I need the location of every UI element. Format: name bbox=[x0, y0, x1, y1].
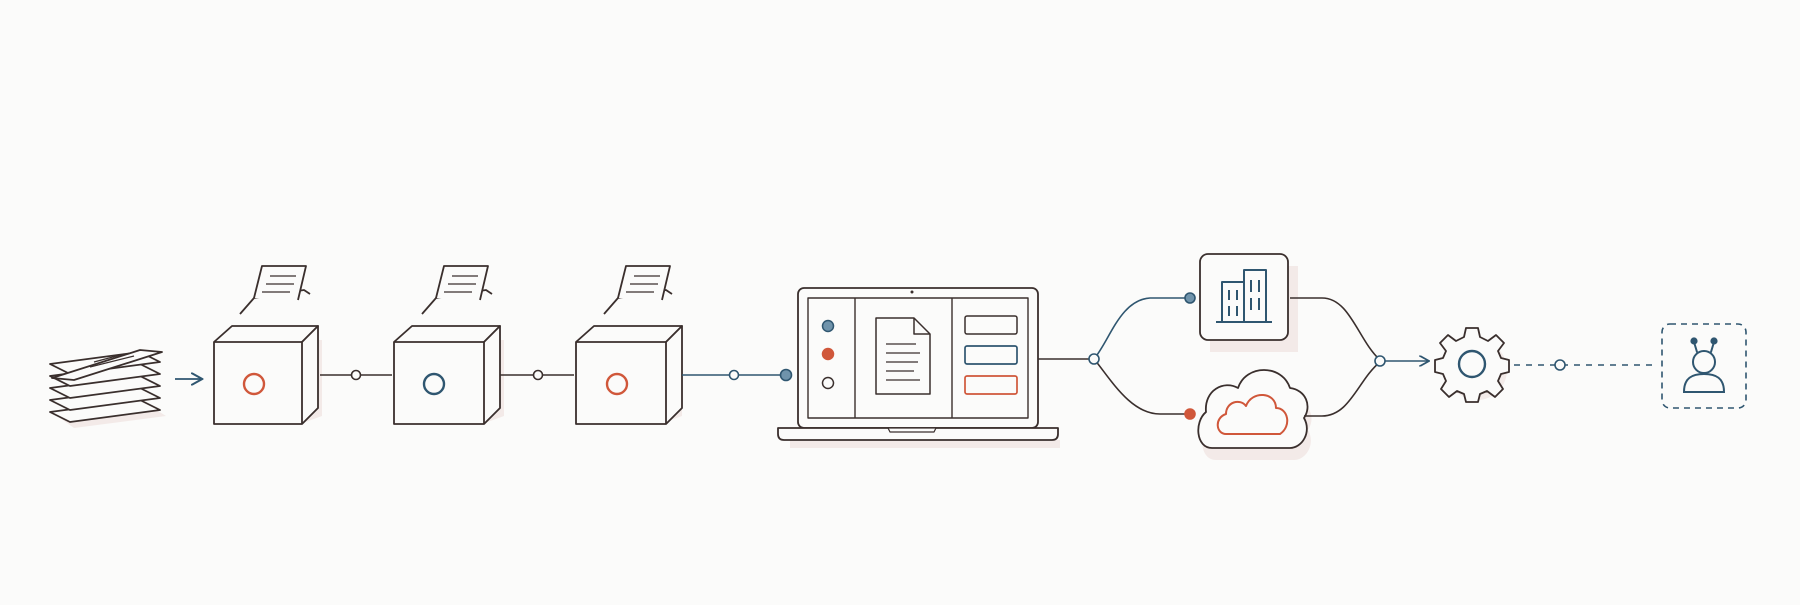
connector bbox=[682, 368, 793, 382]
merge-connector bbox=[1290, 297, 1428, 417]
paper-sheet bbox=[253, 265, 307, 301]
robot-user-icon bbox=[1661, 323, 1747, 409]
document-icon bbox=[875, 317, 931, 395]
scanner-box-icon bbox=[575, 265, 683, 425]
scanner-box-icon bbox=[393, 265, 504, 425]
sidebar-dot-empty bbox=[821, 376, 835, 390]
sidebar-dot-blue bbox=[821, 319, 835, 333]
paper-sheet bbox=[617, 265, 671, 301]
panel-bar-blue bbox=[964, 345, 1018, 365]
building-icon bbox=[1199, 253, 1298, 352]
gear-icon bbox=[1434, 327, 1510, 403]
scanner-box-icon bbox=[213, 265, 322, 425]
status-indicator-blue bbox=[422, 372, 446, 396]
connector bbox=[320, 369, 392, 381]
cloud-icon bbox=[1197, 369, 1312, 460]
panel-bar-orange bbox=[964, 375, 1018, 395]
document-stack-icon bbox=[49, 349, 166, 428]
status-indicator-orange bbox=[242, 372, 266, 396]
branch-connector bbox=[1038, 292, 1196, 420]
sidebar-dot-orange bbox=[821, 347, 835, 361]
dashed-connector bbox=[1514, 359, 1652, 371]
connector bbox=[500, 369, 574, 381]
status-indicator-orange bbox=[605, 372, 629, 396]
paper-sheet bbox=[435, 265, 489, 301]
panel-bar-dark bbox=[964, 315, 1018, 335]
laptop-document-icon bbox=[777, 287, 1060, 448]
